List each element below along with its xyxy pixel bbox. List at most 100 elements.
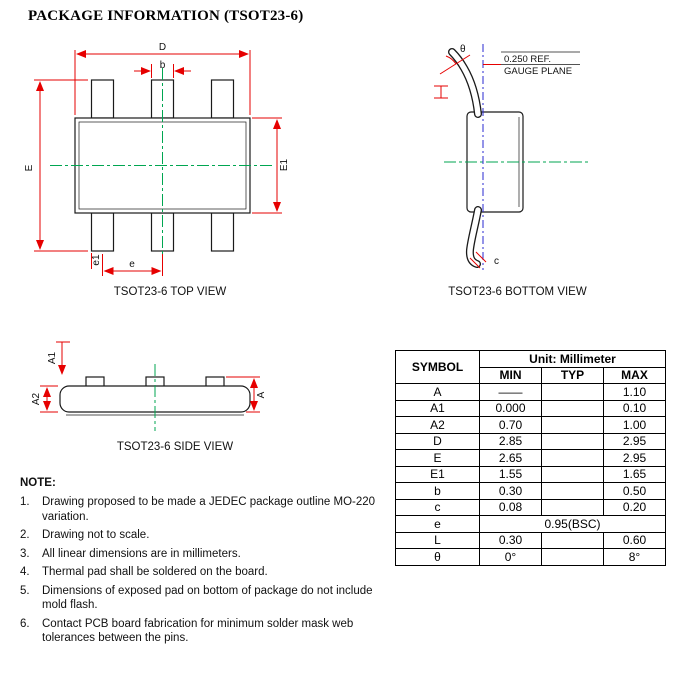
table-cell (541, 416, 604, 434)
table-cell: E1 (395, 465, 480, 483)
table-cell: 1.55 (479, 465, 542, 483)
note-item: 5.Dimensions of exposed pad on bottom of… (20, 584, 392, 613)
table-cell: A2 (395, 416, 480, 434)
col-header-symbol: SYMBOL (395, 350, 480, 384)
label-e1: e1 (91, 254, 102, 266)
dimension-A: A (226, 376, 267, 413)
note-number: 4. (20, 566, 30, 578)
note-number: 2. (20, 529, 30, 541)
table-cell: θ (395, 548, 480, 566)
dimension-b: b (134, 60, 191, 78)
table-row: A—— 1.10 (395, 383, 666, 401)
dimension-E1: E1 (252, 117, 290, 214)
table-cell (541, 548, 604, 566)
note-text: Drawing proposed to be made a JEDEC pack… (42, 496, 376, 523)
table-cell: 0.30 (479, 531, 542, 549)
dimension-theta: θ (439, 44, 471, 75)
table-cell (541, 399, 604, 417)
table-cell: 0.20 (603, 498, 666, 516)
table-cell: 0° (479, 548, 542, 566)
note-number: 5. (20, 584, 30, 597)
dimension-A2: A2 (31, 385, 58, 413)
label-A: A (256, 391, 267, 398)
table-cell: 1.10 (603, 383, 666, 401)
note-text: Thermal pad shall be soldered on the boa… (42, 566, 268, 578)
label-A2: A2 (31, 392, 42, 405)
table-cell: c (395, 498, 480, 516)
side-view-caption: TSOT23-6 SIDE VIEW (116, 441, 234, 453)
note-text: All linear dimensions are in millimeters… (42, 547, 241, 560)
table-cell: 2.95 (603, 449, 666, 467)
dimension-D: D (74, 42, 251, 115)
dimension-E: E (24, 79, 88, 252)
dimension-e: e (102, 254, 163, 276)
table-cell: 0.000 (479, 399, 542, 417)
bottom-view-caption: TSOT23-6 BOTTOM VIEW (448, 286, 587, 298)
table-cell (541, 465, 604, 483)
dimension-e1: e1 (91, 253, 102, 269)
table-cell: D (395, 432, 480, 450)
top-view-caption: TSOT23-6 TOP VIEW (113, 286, 227, 298)
table-cell: A (395, 383, 480, 401)
dimension-A1: A1 (47, 341, 70, 375)
note-item: 3. All linear dimensions are in millimete… (20, 547, 392, 562)
table-cell: 0.95(BSC) (479, 515, 666, 533)
table-cell (541, 383, 604, 401)
note-item: 2. Drawing not to scale. (20, 528, 392, 543)
table-cell: 0.30 (479, 482, 542, 500)
note-text: Drawing not to scale. (42, 529, 150, 541)
table-cell (541, 531, 604, 549)
dimension-c: c (469, 251, 499, 269)
label-e: e (129, 259, 135, 270)
note-list: 1. Drawing proposed to be made a JEDEC pa… (20, 495, 392, 650)
table-subheader-row: MIN TYP MAX (396, 366, 666, 384)
note-heading: NOTE: (20, 477, 56, 489)
label-E: E (24, 164, 35, 171)
note-text: Contact PCB board fabrication for minimu… (42, 617, 354, 645)
label-b: b (160, 60, 166, 71)
gauge-plane-callout: 0.250 REF. GAUGE PLANE (483, 51, 580, 77)
table-cell (541, 432, 604, 450)
side-view-drawing: A1 A2 A (31, 341, 267, 431)
table-cell (541, 482, 604, 500)
lead-bottom (465, 206, 482, 268)
table-cell: 0.10 (603, 399, 666, 417)
col-header-min: MIN (479, 366, 542, 384)
note-number: 1. (20, 496, 30, 508)
dimension-table: SYMBOL Unit: Millimeter MIN TYP MAX A—— 1… (395, 350, 666, 566)
label-theta: θ (460, 44, 466, 55)
table-cell: 0.08 (479, 498, 542, 516)
table-cell: 2.65 (479, 449, 542, 467)
table-cell: E (395, 449, 480, 467)
table-cell: 0.50 (603, 482, 666, 500)
table-cell: b (395, 482, 480, 500)
table-cell: A1 (395, 399, 480, 417)
table-unit-header: Unit: Millimeter (479, 350, 666, 368)
table-cell: e (395, 515, 480, 533)
table-cell: L (395, 531, 480, 549)
table-cell: 1.00 (603, 416, 666, 434)
label-c: c (494, 256, 499, 267)
bottom-view-drawing: θ 0.250 REF. GAUGE PLANE c (434, 44, 588, 270)
page-title: PACKAGE INFORMATION (TSOT23-6) (28, 8, 304, 24)
lead-top (448, 48, 482, 118)
note-number: 6. (20, 617, 30, 630)
table-header-row: SYMBOL Unit: Millimeter (395, 350, 666, 384)
label-ref: 0.250 REF. (504, 54, 551, 65)
label-gauge-plane: GAUGE PLANE (504, 66, 572, 77)
label-E1: E1 (279, 158, 290, 171)
table-cell: 2.85 (479, 432, 542, 450)
label-D: D (159, 42, 166, 53)
note-number: 3. (20, 547, 30, 560)
col-header-max: MAX (603, 366, 666, 384)
table-cell: 0.60 (603, 531, 666, 549)
table-cell: —— (479, 383, 542, 401)
